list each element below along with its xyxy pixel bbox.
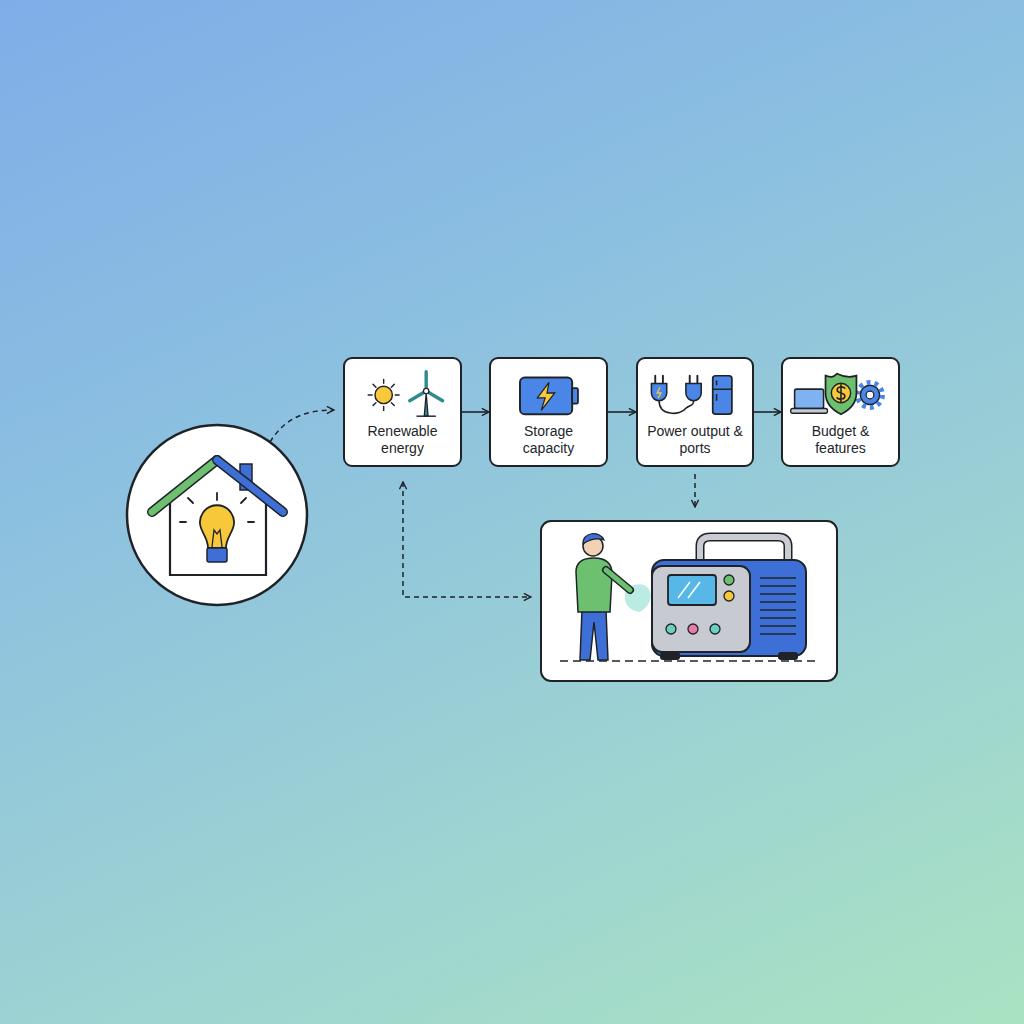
step-label: Storage capacity [497, 423, 600, 457]
plugs-fridge-icon [638, 365, 752, 421]
flow-arrow [754, 411, 781, 413]
step-box: Storage capacity [489, 357, 608, 467]
dashed-arrow [403, 482, 531, 597]
flow-arrow [462, 411, 489, 413]
dashed-arrow [694, 474, 696, 507]
flow-arrow [608, 411, 636, 413]
budget-icon [783, 365, 898, 421]
step-label: Budget & features [789, 423, 892, 457]
house-bulb-icon [127, 425, 307, 605]
step-box: Renewable energy [343, 357, 462, 467]
generator-scene [541, 521, 837, 681]
renewable-icon [345, 365, 460, 421]
step-label: Power output & ports [644, 423, 746, 457]
step-box: Power output & ports [636, 357, 754, 467]
dashed-arrow [270, 410, 334, 442]
battery-icon [491, 365, 606, 421]
step-box: Budget & features [781, 357, 900, 467]
step-label: Renewable energy [351, 423, 454, 457]
